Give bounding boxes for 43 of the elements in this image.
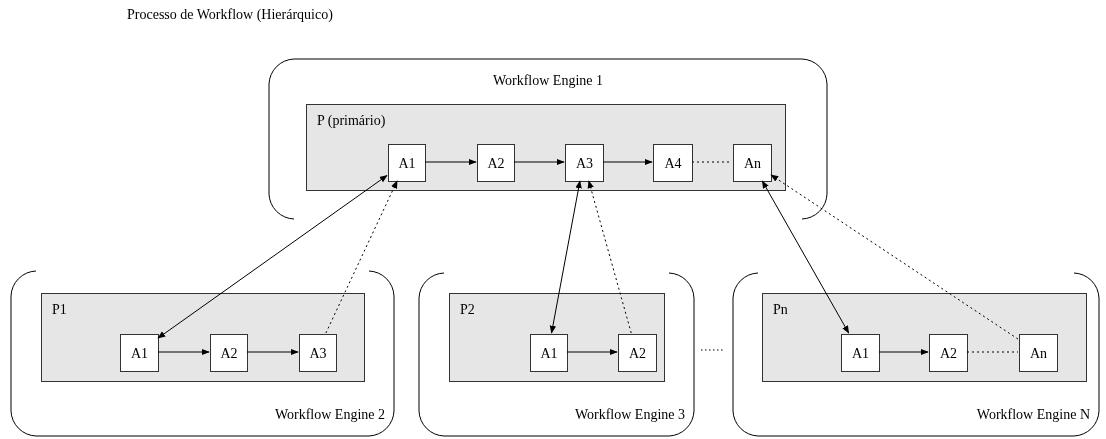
engine-label: Workflow Engine 3 bbox=[574, 406, 685, 424]
activity-box: A2 bbox=[929, 334, 968, 372]
process-box bbox=[449, 293, 665, 382]
engine-frame bbox=[10, 270, 395, 437]
activity-box: A3 bbox=[299, 334, 337, 372]
process-label: P (primário) bbox=[317, 112, 386, 130]
engine-frame bbox=[418, 272, 695, 437]
engine-frame bbox=[268, 58, 828, 220]
engine-label: Workflow Engine 2 bbox=[274, 406, 385, 424]
activity-box: A2 bbox=[618, 334, 657, 372]
arrow bbox=[549, 180, 582, 334]
diagram-title: Processo de Workflow (Hierárquico) bbox=[127, 6, 333, 24]
process-box bbox=[41, 293, 365, 382]
arrow bbox=[878, 348, 929, 356]
arrow bbox=[513, 158, 565, 166]
arrow bbox=[587, 180, 632, 334]
arrow bbox=[246, 348, 299, 356]
activity-box: A4 bbox=[653, 144, 693, 182]
arrow bbox=[566, 348, 618, 356]
activity-box: An bbox=[733, 144, 772, 182]
arrow bbox=[157, 348, 210, 356]
activity-box: A2 bbox=[477, 144, 515, 182]
engine-frame bbox=[732, 272, 1100, 437]
engine-label: Workflow Engine 1 bbox=[491, 72, 605, 90]
activity-box: A3 bbox=[565, 144, 604, 182]
arrow bbox=[157, 175, 388, 339]
activity-box: A2 bbox=[210, 334, 248, 372]
arrow bbox=[770, 174, 1019, 340]
activity-box: A1 bbox=[388, 144, 426, 182]
process-box bbox=[306, 104, 786, 191]
process-box bbox=[762, 293, 1087, 382]
engine-label: Workflow Engine N bbox=[976, 406, 1090, 424]
activity-box: A1 bbox=[120, 334, 159, 372]
arrow bbox=[424, 158, 477, 166]
activity-box: An bbox=[1019, 334, 1058, 372]
arrow bbox=[602, 158, 653, 166]
process-label: Pn bbox=[773, 301, 788, 319]
arrow bbox=[325, 180, 398, 334]
process-label: P1 bbox=[52, 301, 67, 319]
activity-box: A1 bbox=[530, 334, 568, 372]
process-label: P2 bbox=[460, 301, 475, 319]
activity-box: A1 bbox=[841, 334, 880, 372]
arrow bbox=[761, 180, 850, 334]
